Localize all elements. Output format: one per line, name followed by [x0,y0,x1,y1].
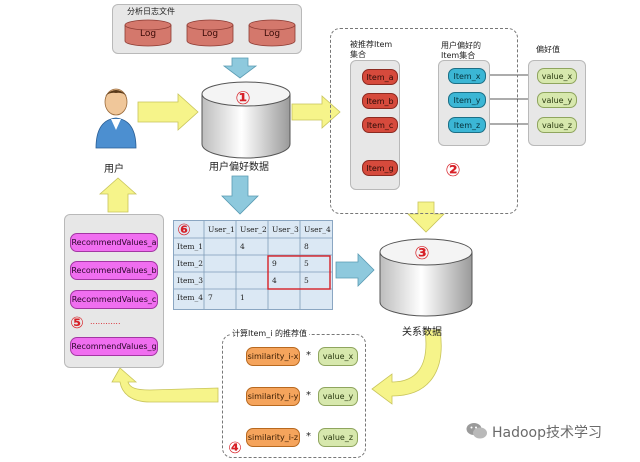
recommended-item-a: Item_a [362,69,398,85]
matrix-cell-4-2: 1 [240,293,245,302]
pref-value-y: value_y [537,92,577,108]
multiply-x: * [306,350,311,361]
matrix-cell-3-3: 4 [272,276,277,285]
recommend-value-a: RecommendValues_a [70,233,158,252]
matrix-cell-1-2: 4 [240,242,245,251]
matrix-badge: ⑥ [177,220,191,239]
arrow-recommend-to-user [98,177,138,213]
arrow-logs-to-prefdb [222,57,258,79]
relation-db-badge: ③ [414,243,430,264]
arrow-panel2-to-reldb [407,201,445,233]
recommend-value-b: RecommendValues_b [70,261,158,280]
log-label-2: Log [202,29,219,39]
arrow-prefdb-to-panel2 [291,95,341,129]
matrix-cell-2-4: 5 [304,259,309,268]
pref-db-badge: ① [235,88,251,109]
similarity-z: similarity_i-z [246,428,300,447]
recommended-items-title-1: 被推荐Item [350,40,393,49]
log-cylinders [124,19,296,47]
matrix-cell-3-4: 5 [304,276,309,285]
user-pref-item-z: Item_z [448,117,486,133]
similarity-y: similarity_i-y [246,387,300,406]
log-files-panel: 分析日志文件 Log Log Log [112,4,302,54]
pref-value-z: value_z [537,117,577,133]
panel-2-badge: ② [445,160,461,181]
similarity-x: similarity_i-x [246,347,300,366]
matrix-row-1: Item_1 [177,242,204,251]
log-cylinder-3 [248,19,296,47]
user-pref-title-2: Item集合 [441,51,476,60]
wechat-icon [466,423,487,439]
multiply-z: * [306,431,311,442]
user-icon [95,88,137,149]
panel-2 [330,28,518,214]
recommended-item-g: Item_g [362,160,398,176]
multiply-y: * [306,390,311,401]
recommend-value-c: RecommendValues_c [70,290,158,309]
log-cylinder-2 [186,19,234,47]
log-files-title: 分析日志文件 [127,7,175,16]
log-cylinder-1 [124,19,172,47]
compute-badge: ④ [228,438,242,457]
relation-db-label: 关系数据 [402,327,442,338]
matrix-col-2: User_2 [240,225,267,234]
matrix-grid [174,221,332,309]
recommend-value-g: RecommendValues_g [70,337,158,356]
watermark-text: Hadoop技术学习 [492,425,603,441]
arrow-compute-to-recommend [111,367,219,403]
matrix-table: User_1 User_2 User_3 User_4 Item_1 Item_… [173,220,333,310]
recommend-badge: ⑤ [70,313,84,332]
matrix-row-4: Item_4 [177,293,204,302]
arrow-matrix-to-reldb [335,253,375,287]
pref-db-label: 用户偏好数据 [209,162,269,173]
matrix-cell-1-4: 8 [304,242,309,251]
arrow-user-to-prefdb [137,93,199,131]
matrix-col-3: User_3 [272,225,299,234]
matrix-cell-4-1: 7 [208,293,213,302]
matrix-cell-2-3: 9 [272,259,277,268]
user-pref-item-x: Item_x [448,68,486,84]
log-label-3: Log [264,29,281,39]
matrix-row-2: Item_2 [177,259,204,268]
compute-value-x: value_x [318,347,358,366]
pref-values-title: 偏好值 [536,45,560,54]
recommended-item-b: Item_b [362,93,398,109]
relation-db-cylinder [379,238,473,317]
pref-value-x: value_x [537,68,577,84]
user-pref-title-1: 用户偏好的 [441,41,481,50]
matrix-highlight [267,255,331,290]
arrow-reldb-to-compute [371,329,442,405]
user-label: 用户 [104,164,124,175]
compute-title: 计算Item_i 的推荐值 [230,328,309,339]
recommend-ellipsis: ............ [90,317,121,326]
compute-value-y: value_y [318,387,358,406]
arrow-prefdb-to-matrix [221,175,259,215]
recommended-item-c: Item_c [362,117,398,133]
matrix-row-3: Item_3 [177,276,204,285]
pref-db-cylinder [201,81,291,159]
compute-value-z: value_z [318,428,358,447]
matrix-col-1: User_1 [208,225,235,234]
user-pref-item-y: Item_y [448,92,486,108]
log-label-1: Log [140,29,157,39]
recommended-items-title-2: 集合 [350,50,366,59]
matrix-col-4: User_4 [304,225,331,234]
